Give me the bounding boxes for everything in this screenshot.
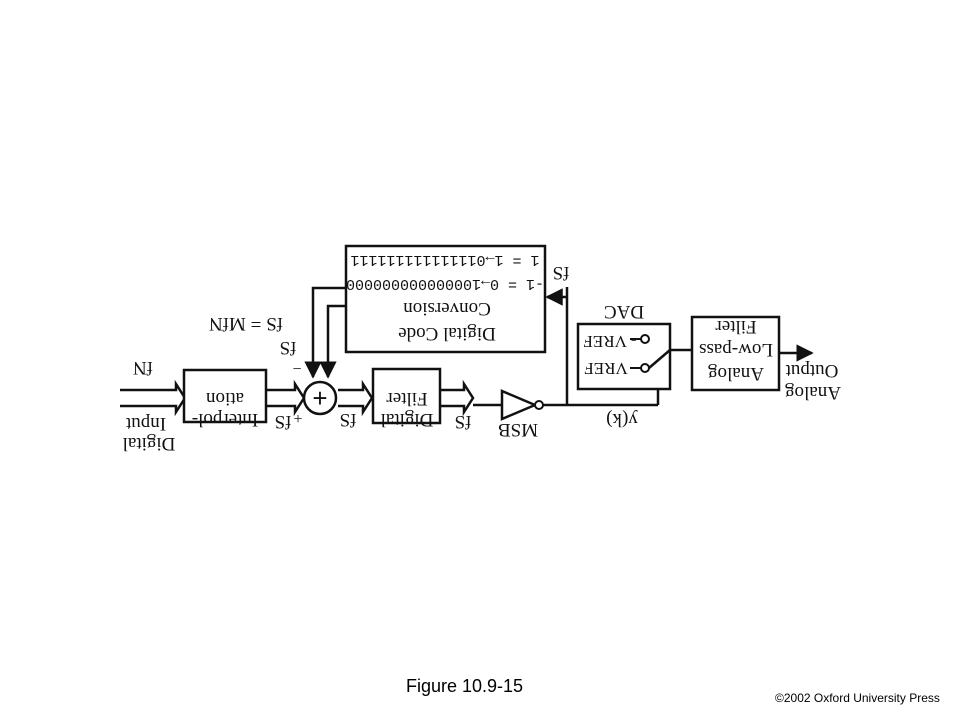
code-to-summer-wire-inner [319,304,346,379]
code-row-1: 1 = 1→011111111111111 [350,251,539,268]
interpolation-label-line-2: ation [206,388,244,409]
analog-output-label-line-2: Analog [785,382,841,403]
summer-plus-sign: + [293,411,302,428]
fs-label-filter-out: fS [455,411,472,432]
digital-filter-label-line-1: Digital [381,409,434,430]
fs-equation-label: fS = MfN [209,313,283,334]
dac-switch-blade [648,349,671,369]
digital-input-arrow [120,379,187,417]
dac-block [576,322,672,391]
dac-pos-vref-terminal [640,363,650,373]
dac-title: DAC [604,301,644,322]
dac-neg-vref-label: - VREF [583,332,636,351]
msb-buffer-bubble [534,400,544,410]
msb-label: MSB [498,419,538,440]
interpolation-label-line-1: Interpol- [192,409,258,430]
filter-out-arrow [441,379,475,417]
summing-junction [302,380,338,416]
summer-minus-sign: − [292,361,301,378]
summer-out-arrow [338,379,374,417]
dac-pos-vref-label: VREF [584,359,627,378]
code-row-2: -1 = 0→100000000000000 [346,275,544,292]
lpf-label-line-2: Low-pass [699,339,773,360]
fs-label-feedback: fS [280,337,297,358]
code-to-summer-wire-outer [304,286,346,379]
dac-neg-vref-terminal [640,334,650,344]
code-title-line-2: Digital Code [398,323,496,344]
digital-filter-block [371,367,442,425]
code-conversion-block [344,244,547,354]
fs-label-interp-out: fS [275,411,292,432]
analog-output-label-line-1: Output [785,360,839,381]
lpf-label-line-3: Analog [708,363,764,384]
digital-input-label-line-2: Input [125,413,166,434]
digital-input-label-line-1: Digital [123,433,176,454]
lpf-label-line-1: Filter [715,316,757,337]
interp-out-arrow [266,379,306,417]
fs-label-summer-out: fS [340,409,357,430]
code-title-line-1: Conversion [403,298,491,319]
msb-buffer-triangle [500,389,539,421]
analog-lpf-block [690,315,781,392]
summing-junction-symbol: + [312,383,327,413]
fs-label-feedback-code: fS [553,262,570,283]
yk-label: y(k) [606,409,638,430]
interpolation-block [182,368,268,424]
figure-caption: Figure 10.9-15 [406,676,524,696]
digital-filter-label-line-2: Filter [386,388,428,409]
copyright-notice: ©2002 Oxford University Press [775,691,940,705]
input-frequency-label: fN [133,357,153,378]
